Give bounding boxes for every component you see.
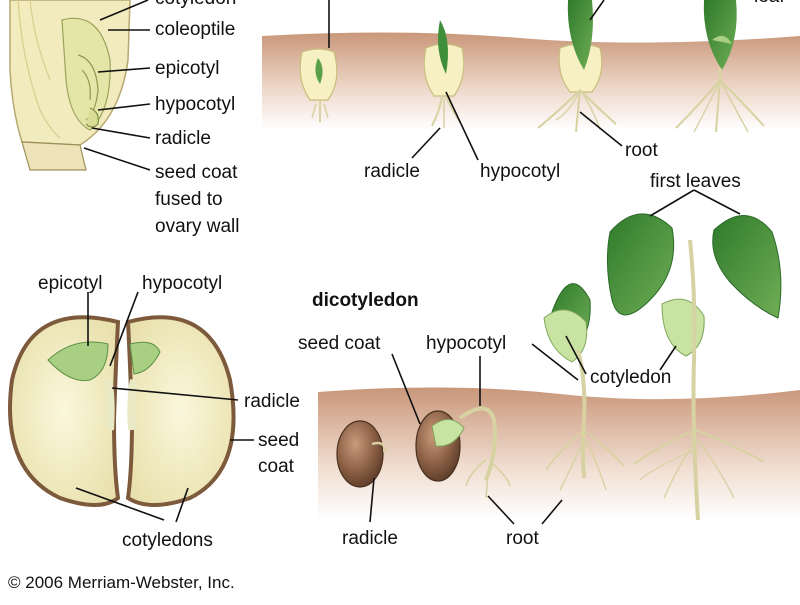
- monocot-stage-1: [299, 48, 338, 122]
- dicot-seed-cross-section: [8, 315, 236, 507]
- soil-top: [262, 32, 800, 130]
- label-hypocotyl-dicot: hypocotyl: [426, 333, 506, 354]
- label-radicle-monocot: radicle: [364, 161, 420, 182]
- label-root-monocot: root: [625, 140, 658, 161]
- label-epicotyl-monocot: epicotyl: [155, 58, 219, 79]
- label-leaf: leaf: [754, 0, 785, 7]
- monocot-stage-4: [675, 0, 765, 133]
- label-radicle-monocot-seed: radicle: [155, 128, 211, 149]
- dicotyledon-title: dicotyledon: [312, 290, 419, 311]
- label-root-dicot: root: [506, 528, 539, 549]
- label-epicotyl-dicot: epicotyl: [38, 273, 102, 294]
- monocot-seed-leaders: [83, 0, 151, 171]
- dicot-stage-leaders: [369, 189, 741, 525]
- monocot-stage-leaders: [328, 0, 623, 161]
- dicot-stage-1: [336, 420, 386, 488]
- copyright-notice: © 2006 Merriam-Webster, Inc.: [8, 573, 235, 592]
- label-radicle-dicot: radicle: [342, 528, 398, 549]
- monocot-grain-cross-section: [9, 0, 131, 171]
- label-seed-coat-dicot-line1: seed: [258, 430, 299, 451]
- label-first-leaves: first leaves: [650, 171, 741, 192]
- label-hypocotyl-monocot: hypocotyl: [480, 161, 560, 182]
- dicot-seed-leaders: [75, 291, 254, 523]
- dicot-stage-4: [606, 213, 782, 521]
- monocot-stage-2: [423, 20, 465, 128]
- label-coleoptile: coleoptile: [155, 19, 235, 40]
- label-seed-coat-line2: fused to: [155, 189, 223, 210]
- label-seed-coat-dicot-line2: coat: [258, 456, 295, 477]
- label-cotyledons: cotyledons: [122, 530, 213, 551]
- label-cotyledon-dicot: cotyledon: [590, 367, 671, 388]
- label-hypocotyl-monocot-seed: hypocotyl: [155, 94, 235, 115]
- label-hypocotyl-dicot-seed: hypocotyl: [142, 273, 222, 294]
- label-seed-coat-dicot: seed coat: [298, 333, 381, 354]
- label-cotyledon: cotyledon: [155, 0, 236, 9]
- monocot-stage-3: [537, 0, 617, 133]
- dicot-stage-2: [415, 406, 511, 499]
- label-seed-coat-line3: ovary wall: [155, 216, 239, 237]
- dicot-stage-3: [543, 283, 625, 491]
- label-radicle-dicot-seed: radicle: [244, 391, 300, 412]
- label-seed-coat-line1: seed coat: [155, 162, 238, 183]
